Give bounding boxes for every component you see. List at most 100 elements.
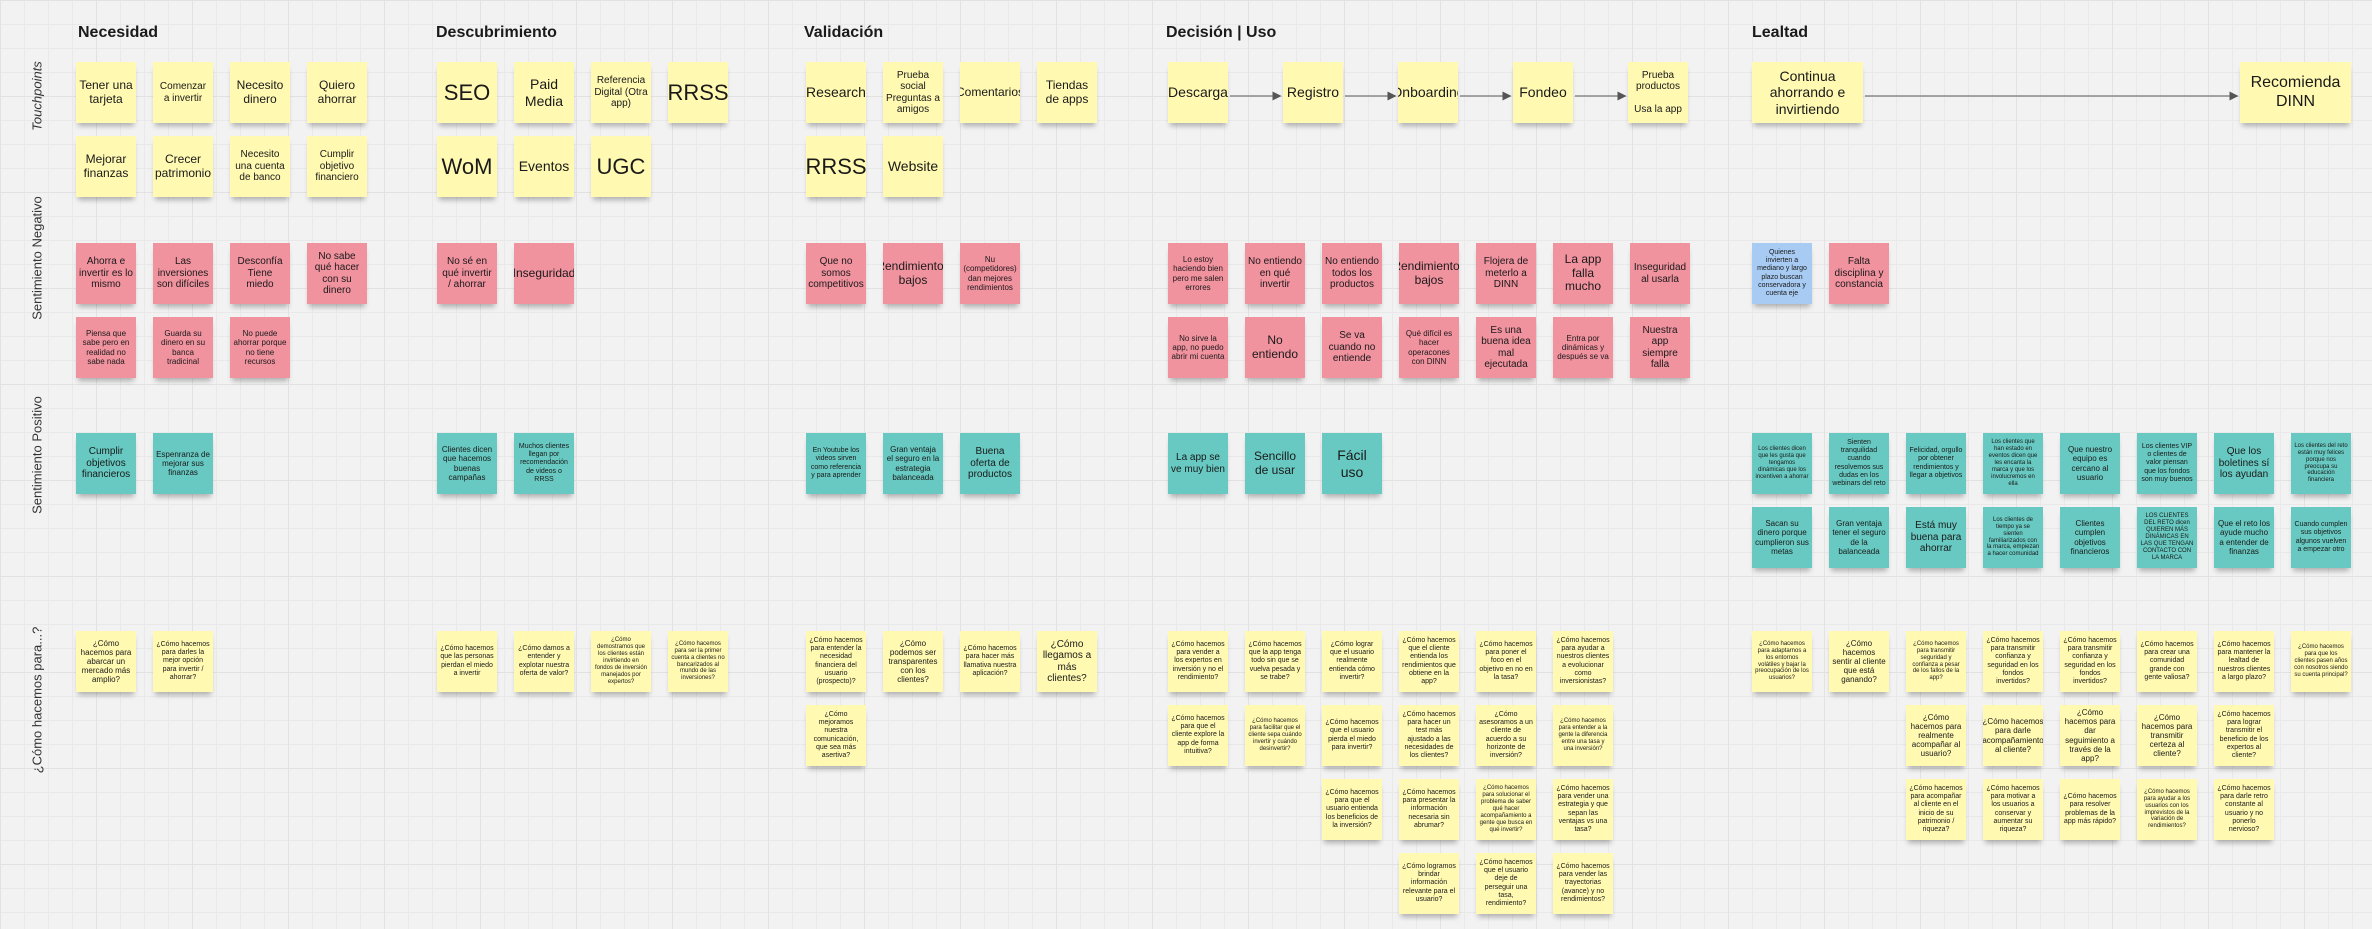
question-sticky-note[interactable]: ¿Cómo hacemos para poner el foco en el o… bbox=[1476, 631, 1536, 692]
question-sticky-note[interactable]: ¿Cómo asesoramos a un cliente de acuerdo… bbox=[1476, 705, 1536, 766]
touchpoints-sticky-note[interactable]: SEO bbox=[437, 62, 497, 123]
question-sticky-note[interactable]: ¿Cómo hacemos para solucionar el problem… bbox=[1476, 779, 1536, 840]
positive-sticky-note[interactable]: Que los boletines sí los ayudan bbox=[2214, 433, 2274, 494]
positive-sticky-note[interactable]: LOS CLIENTES DEL RETO dicen QUIEREN MÁS … bbox=[2137, 507, 2197, 568]
question-sticky-note[interactable]: ¿Cómo hacemos que las personas pierdan e… bbox=[437, 631, 497, 692]
question-sticky-note[interactable]: ¿Cómo hacemos para transmitir seguridad … bbox=[1906, 631, 1966, 692]
touchpoints-sticky-note[interactable]: Necesito dinero bbox=[230, 62, 290, 123]
question-sticky-note[interactable]: ¿Cómo hacemos para presentar la informac… bbox=[1399, 779, 1459, 840]
question-sticky-note[interactable]: ¿Cómo mejoramos nuestra comunicación, qu… bbox=[806, 705, 866, 766]
negative-sticky-note[interactable]: Las inversiones son difíciles bbox=[153, 243, 213, 304]
positive-sticky-note[interactable]: Gran ventaja tener el seguro de la balan… bbox=[1829, 507, 1889, 568]
negative-sticky-note[interactable]: Flojera de meterlo a DINN bbox=[1476, 243, 1536, 304]
negative-sticky-note[interactable]: No sirve la app, no puedo abrir mi cuent… bbox=[1168, 317, 1228, 378]
negative-sticky-note[interactable]: Nu (competidores) dan mejores rendimient… bbox=[960, 243, 1020, 304]
question-sticky-note[interactable]: ¿Cómo hacemos para adaptarnos a los ento… bbox=[1752, 631, 1812, 692]
question-sticky-note[interactable]: ¿Cómo hacemos para resolver problemas de… bbox=[2060, 779, 2120, 840]
positive-sticky-note[interactable]: Cumplir objetivos financieros bbox=[76, 433, 136, 494]
touchpoints-sticky-note[interactable]: RRSS bbox=[668, 62, 728, 123]
negative-sticky-note[interactable]: Quienes invierten a mediano y largo plaz… bbox=[1752, 243, 1812, 304]
touchpoints-sticky-note[interactable]: Fondeo bbox=[1513, 62, 1573, 123]
negative-sticky-note[interactable]: Entra por dinámicas y después se va bbox=[1553, 317, 1613, 378]
touchpoints-sticky-note[interactable]: Mejorar finanzas bbox=[76, 136, 136, 197]
question-sticky-note[interactable]: ¿Cómo hacemos sentir al cliente que está… bbox=[1829, 631, 1889, 692]
question-sticky-note[interactable]: ¿Cómo hacemos para mantener la lealtad d… bbox=[2214, 631, 2274, 692]
positive-sticky-note[interactable]: Sencillo de usar bbox=[1245, 433, 1305, 494]
question-sticky-note[interactable]: ¿Cómo hacemos para que el cliente explor… bbox=[1168, 705, 1228, 766]
touchpoints-sticky-note[interactable]: Referencia Digital (Otra app) bbox=[591, 62, 651, 123]
question-sticky-note[interactable]: ¿Cómo hacemos para darle retro constante… bbox=[2214, 779, 2274, 840]
question-sticky-note[interactable]: ¿Cómo hacemos para transmitir confianza … bbox=[2060, 631, 2120, 692]
question-sticky-note[interactable]: ¿Cómo lograr que el usuario realmente en… bbox=[1322, 631, 1382, 692]
negative-sticky-note[interactable]: Nuestra app siempre falla bbox=[1630, 317, 1690, 378]
negative-sticky-note[interactable]: Falta disciplina y constancia bbox=[1829, 243, 1889, 304]
question-sticky-note[interactable]: ¿Cómo hacemos que el cliente entienda lo… bbox=[1399, 631, 1459, 692]
question-sticky-note[interactable]: ¿Cómo logramos brindar información relev… bbox=[1399, 853, 1459, 914]
negative-sticky-note[interactable]: La app falla mucho bbox=[1553, 243, 1613, 304]
negative-sticky-note[interactable]: No sabe qué hacer con su dinero bbox=[307, 243, 367, 304]
touchpoints-sticky-note[interactable]: Prueba productos Usa la app bbox=[1628, 62, 1688, 123]
negative-sticky-note[interactable]: No sé en qué invertir / ahorrar bbox=[437, 243, 497, 304]
question-sticky-note[interactable]: ¿Cómo hacemos que el usuario pierda el m… bbox=[1322, 705, 1382, 766]
touchpoints-sticky-note[interactable]: Continua ahorrando e invirtiendo bbox=[1752, 62, 1863, 123]
negative-sticky-note[interactable]: Inseguridad al usarla bbox=[1630, 243, 1690, 304]
question-sticky-note[interactable]: ¿Cómo hacemos para ser la primer cuenta … bbox=[668, 631, 728, 692]
positive-sticky-note[interactable]: Cuando cumplen sus objetivos algunos vue… bbox=[2291, 507, 2351, 568]
touchpoints-sticky-note[interactable]: Research bbox=[806, 62, 866, 123]
positive-sticky-note[interactable]: En Youtube los videos sirven como refere… bbox=[806, 433, 866, 494]
touchpoints-sticky-note[interactable]: Comenzar a invertir bbox=[153, 62, 213, 123]
question-sticky-note[interactable]: ¿Cómo llegamos a más clientes? bbox=[1037, 631, 1097, 692]
touchpoints-sticky-note[interactable]: Crecer patrimonio bbox=[153, 136, 213, 197]
question-sticky-note[interactable]: ¿Cómo hacemos para entender la necesidad… bbox=[806, 631, 866, 692]
touchpoints-sticky-note[interactable]: Tener una tarjeta bbox=[76, 62, 136, 123]
question-sticky-note[interactable]: ¿Cómo hacemos que el usuario deje de per… bbox=[1476, 853, 1536, 914]
question-sticky-note[interactable]: ¿Cómo hacemos para abarcar un mercado má… bbox=[76, 631, 136, 692]
positive-sticky-note[interactable]: Que el reto los ayude mucho a entender d… bbox=[2214, 507, 2274, 568]
negative-sticky-note[interactable]: Guarda su dinero en su banca tradicinal bbox=[153, 317, 213, 378]
negative-sticky-note[interactable]: Piensa que sabe pero en realidad no sabe… bbox=[76, 317, 136, 378]
touchpoints-sticky-note[interactable]: Descarga bbox=[1168, 62, 1228, 123]
negative-sticky-note[interactable]: Rendimientos bajos bbox=[883, 243, 943, 304]
question-sticky-note[interactable]: ¿Cómo hacemos para hacer más llamativa n… bbox=[960, 631, 1020, 692]
negative-sticky-note[interactable]: Lo estoy haciendo bien pero me salen err… bbox=[1168, 243, 1228, 304]
question-sticky-note[interactable]: ¿Cómo hacemos para motivar a los usuario… bbox=[1983, 779, 2043, 840]
positive-sticky-note[interactable]: Clientes cumplen objetivos financieros bbox=[2060, 507, 2120, 568]
positive-sticky-note[interactable]: Sienten tranquilidad cuando resolvemos s… bbox=[1829, 433, 1889, 494]
negative-sticky-note[interactable]: No entiendo bbox=[1245, 317, 1305, 378]
positive-sticky-note[interactable]: Clientes dicen que hacemos buenas campañ… bbox=[437, 433, 497, 494]
touchpoints-sticky-note[interactable]: Recomienda DINN bbox=[2240, 62, 2351, 123]
positive-sticky-note[interactable]: Los clientes dicen que les gusta que ten… bbox=[1752, 433, 1812, 494]
positive-sticky-note[interactable]: Los clientes VIP o clientes de valor pie… bbox=[2137, 433, 2197, 494]
question-sticky-note[interactable]: ¿Cómo hacemos para entender a la gente l… bbox=[1553, 705, 1613, 766]
negative-sticky-note[interactable]: Que no somos competitivos bbox=[806, 243, 866, 304]
negative-sticky-note[interactable]: Es una buena idea mal ejecutada bbox=[1476, 317, 1536, 378]
question-sticky-note[interactable]: ¿Cómo hacemos para hacer un test más aju… bbox=[1399, 705, 1459, 766]
positive-sticky-note[interactable]: Felicidad, orgullo por obtener rendimien… bbox=[1906, 433, 1966, 494]
negative-sticky-note[interactable]: Se va cuando no entiende bbox=[1322, 317, 1382, 378]
touchpoints-sticky-note[interactable]: Paid Media bbox=[514, 62, 574, 123]
negative-sticky-note[interactable]: No puede ahorrar porque no tiene recurso… bbox=[230, 317, 290, 378]
positive-sticky-note[interactable]: Los clientes de tiempo ya se sienten fam… bbox=[1983, 507, 2043, 568]
positive-sticky-note[interactable]: Los clientes del reto están muy felices … bbox=[2291, 433, 2351, 494]
touchpoints-sticky-note[interactable]: Prueba social Preguntas a amigos bbox=[883, 62, 943, 123]
negative-sticky-note[interactable]: Rendimientos bajos bbox=[1399, 243, 1459, 304]
question-sticky-note[interactable]: ¿Cómo hacemos para darle acompañamiento … bbox=[1983, 705, 2043, 766]
question-sticky-note[interactable]: ¿Cómo hacemos para transmitir confianza … bbox=[1983, 631, 2043, 692]
touchpoints-sticky-note[interactable]: RRSS bbox=[806, 136, 866, 197]
touchpoints-sticky-note[interactable]: WoM bbox=[437, 136, 497, 197]
touchpoints-sticky-note[interactable]: Tiendas de apps bbox=[1037, 62, 1097, 123]
negative-sticky-note[interactable]: Inseguridad bbox=[514, 243, 574, 304]
positive-sticky-note[interactable]: Buena oferta de productos bbox=[960, 433, 1020, 494]
question-sticky-note[interactable]: ¿Cómo hacemos para que el usuario entien… bbox=[1322, 779, 1382, 840]
negative-sticky-note[interactable]: Desconfía Tiene miedo bbox=[230, 243, 290, 304]
positive-sticky-note[interactable]: La app se ve muy bien bbox=[1168, 433, 1228, 494]
touchpoints-sticky-note[interactable]: Website bbox=[883, 136, 943, 197]
question-sticky-note[interactable]: ¿Cómo hacemos que la app tenga todo sin … bbox=[1245, 631, 1305, 692]
question-sticky-note[interactable]: ¿Cómo hacemos para dar seguimiento a tra… bbox=[2060, 705, 2120, 766]
negative-sticky-note[interactable]: No entiendo todos los productos bbox=[1322, 243, 1382, 304]
question-sticky-note[interactable]: ¿Cómo hacemos para darles la mejor opció… bbox=[153, 631, 213, 692]
question-sticky-note[interactable]: ¿Cómo podemos ser transparentes con los … bbox=[883, 631, 943, 692]
question-sticky-note[interactable]: ¿Cómo hacemos para vender una estrategia… bbox=[1553, 779, 1613, 840]
question-sticky-note[interactable]: ¿Cómo hacemos para ayudar a los usuarios… bbox=[2137, 779, 2197, 840]
positive-sticky-note[interactable]: Que nuestro equipo es cercano al usuario bbox=[2060, 433, 2120, 494]
